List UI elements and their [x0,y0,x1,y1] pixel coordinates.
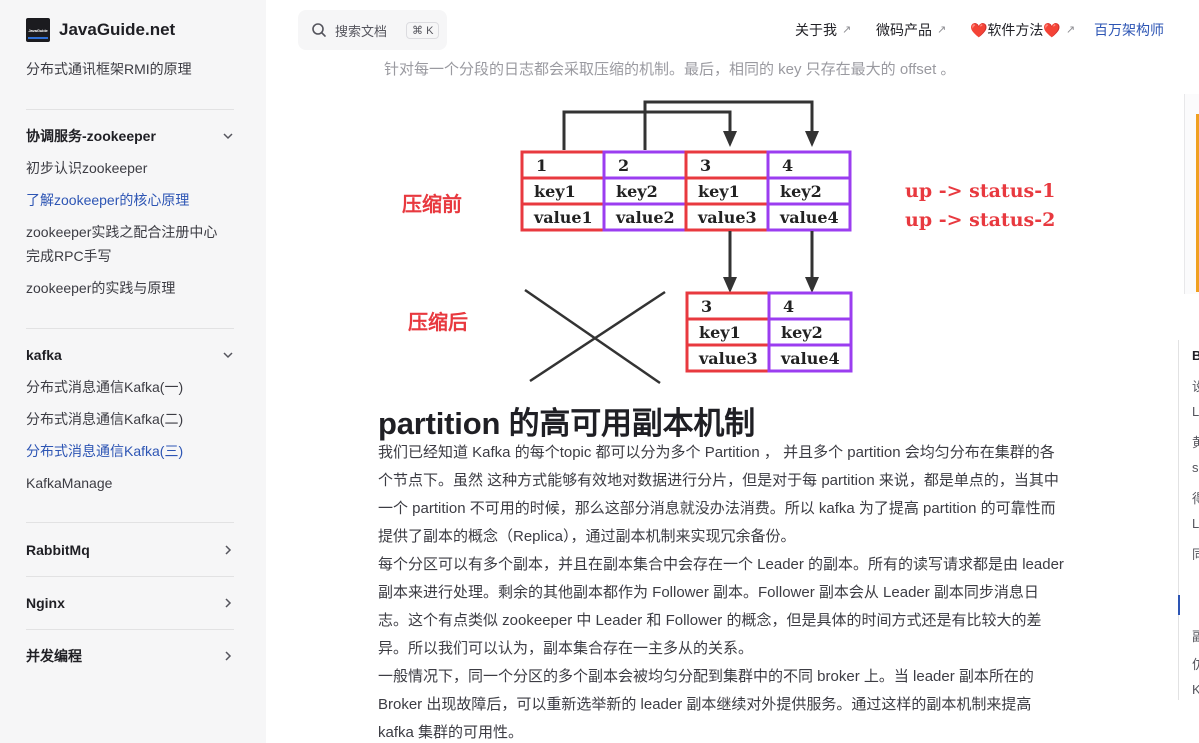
sidebar-section-nginx[interactable]: Nginx [26,591,236,615]
toc-item-fragment[interactable]: B [1192,348,1199,363]
paragraph: 一般情况下，同一个分区的多个副本会被均匀分配到集群中的不同 broker 上。当… [378,668,1034,741]
nav-link-about[interactable]: 关于我↗ [795,19,851,41]
sidebar-item-kafka-3[interactable]: 分布式消息通信Kafka(三) [26,443,184,459]
diagram-cell [767,291,853,321]
sidebar-item-zk-core[interactable]: 了解zookeeper的核心原理 [26,192,190,208]
sidebar: JavaGuide JavaGuide.net 分布式通讯框架RMI的原理 协调… [0,0,266,743]
diagram-cell-text: key2 [616,182,658,201]
diagram-cell [767,317,853,347]
sidebar-item-rmi[interactable]: 分布式通讯框架RMI的原理 [26,61,192,77]
toc-item-fragment[interactable]: 仿 [1192,657,1199,672]
diagram-cell [602,202,688,232]
external-link-icon: ↗ [842,24,852,36]
diagram-cell [766,176,852,206]
toc-item-fragment[interactable]: s [1192,460,1199,475]
sidebar-item-kafka-manage[interactable]: KafkaManage [26,475,113,491]
diagram-cell-text: 4 [783,297,794,316]
diagram-cell-text: 1 [536,156,547,175]
sidebar-divider [26,328,234,329]
toc-item-fragment[interactable]: 设 [1192,379,1199,394]
toc-item-fragment[interactable]: 副 [1192,629,1199,644]
sidebar-divider [26,109,234,110]
diagram-cell [685,291,771,321]
chevron-right-icon [225,545,232,555]
status-line-2: up -> status-2 [905,209,1055,231]
ad-image-fragment[interactable] [1184,94,1199,294]
paragraph: 每个分区可以有多个副本，并且在副本集合中会存在一个 Leader 的副本。所有的… [378,556,1064,657]
after-label: 压缩后 [408,310,468,334]
diagram-cell-text: key1 [534,182,576,201]
diagram-cell-text: value4 [780,349,840,368]
diagram-cell-text: value3 [697,208,757,227]
site-title: JavaGuide.net [59,20,176,39]
diagram-cell-text: 3 [700,156,711,175]
diagram-cell-text: 2 [618,156,629,175]
diagram-cell-text: value1 [533,208,593,227]
sidebar-item-kafka-1[interactable]: 分布式消息通信Kafka(一) [26,379,184,395]
diagram-cell-text: value3 [698,349,758,368]
toc-item-fragment[interactable]: L [1192,404,1199,419]
search-shortcut: ⌘ K [406,21,440,39]
diagram-cell [766,150,852,180]
diagram-cell [684,150,770,180]
search-placeholder: 搜索文档 [335,23,388,39]
section-heading: partition 的高可用副本机制 [378,406,755,441]
diagram-cell [767,343,853,373]
sidebar-divider [26,576,234,577]
sidebar-item-kafka-2[interactable]: 分布式消息通信Kafka(二) [26,411,184,427]
chevron-right-icon [225,651,232,661]
search-button[interactable]: 搜索文档 ⌘ K [298,10,447,50]
toc-item-fragment[interactable]: 得 [1192,491,1199,506]
diagram-cell-text: 3 [701,297,712,316]
intro-text: 针对每一个分段的日志都会采取压缩的机制。最后，相同的 key 只存在最大的 of… [384,61,956,78]
sidebar-section-zookeeper[interactable]: 协调服务-zookeeper [26,124,236,148]
sidebar-item-zk-practice[interactable]: zookeeper的实践与原理 [26,280,176,296]
brand-logo: JavaGuide [26,18,50,42]
chevron-down-icon [223,352,233,359]
toc-item-fragment[interactable]: K [1192,682,1199,697]
diagram-cell-text: value2 [615,208,675,227]
sidebar-section-kafka[interactable]: kafka [26,343,236,367]
toc-item-fragment[interactable]: 黄 [1192,435,1199,450]
before-label: 压缩前 [402,192,462,216]
nav-link-products[interactable]: 微码产品↗ [876,19,946,41]
sidebar-item-zk-intro[interactable]: 初步认识zookeeper [26,160,148,176]
sidebar-section-concurrency[interactable]: 并发编程 [26,644,236,668]
brand[interactable]: JavaGuide JavaGuide.net [26,18,175,42]
toc-border [1178,340,1179,700]
diagram-cell-text: key2 [781,323,823,342]
sidebar-item-zk-rpc[interactable]: zookeeper实践之配合注册中心完成RPC手写 [26,224,218,264]
diagram-cell [520,202,606,232]
diagram-cell [602,150,688,180]
diagram-cell-text: key2 [780,182,822,201]
log-compaction-diagram: 1 key1 value1 2 key2 value2 3 key1 value3 4 key2 va… [402,100,1055,385]
sidebar-divider [26,629,234,630]
nav-link-architect[interactable]: 百万架构师 [1094,22,1164,38]
diagram-cell [766,202,852,232]
diagram-cell-text: key1 [699,323,741,342]
external-link-icon: ↗ [1065,24,1076,36]
sidebar-section-rabbitmq[interactable]: RabbitMq [26,538,236,562]
external-link-icon: ↗ [937,24,947,36]
chevron-down-icon [223,133,233,140]
toc-item-fragment[interactable]: 同 [1192,547,1199,562]
nav-link-software-method[interactable]: ❤️软件方法❤️↗ [970,19,1075,41]
toc-active-marker [1178,595,1180,615]
diagram-cell-text: 4 [782,156,793,175]
diagram-cell [520,150,606,180]
paragraph: 我们已经知道 Kafka 的每个topic 都可以分为多个 Partition … [378,444,1059,545]
status-line-1: up -> status-1 [905,180,1055,202]
sidebar-divider [26,522,234,523]
search-icon [312,23,326,37]
chevron-right-icon [225,598,232,608]
diagram-cell [685,317,771,347]
diagram-cell-text: value4 [779,208,839,227]
diagram-cell-text: key1 [698,182,740,201]
toc-item-fragment[interactable]: L [1192,516,1199,531]
